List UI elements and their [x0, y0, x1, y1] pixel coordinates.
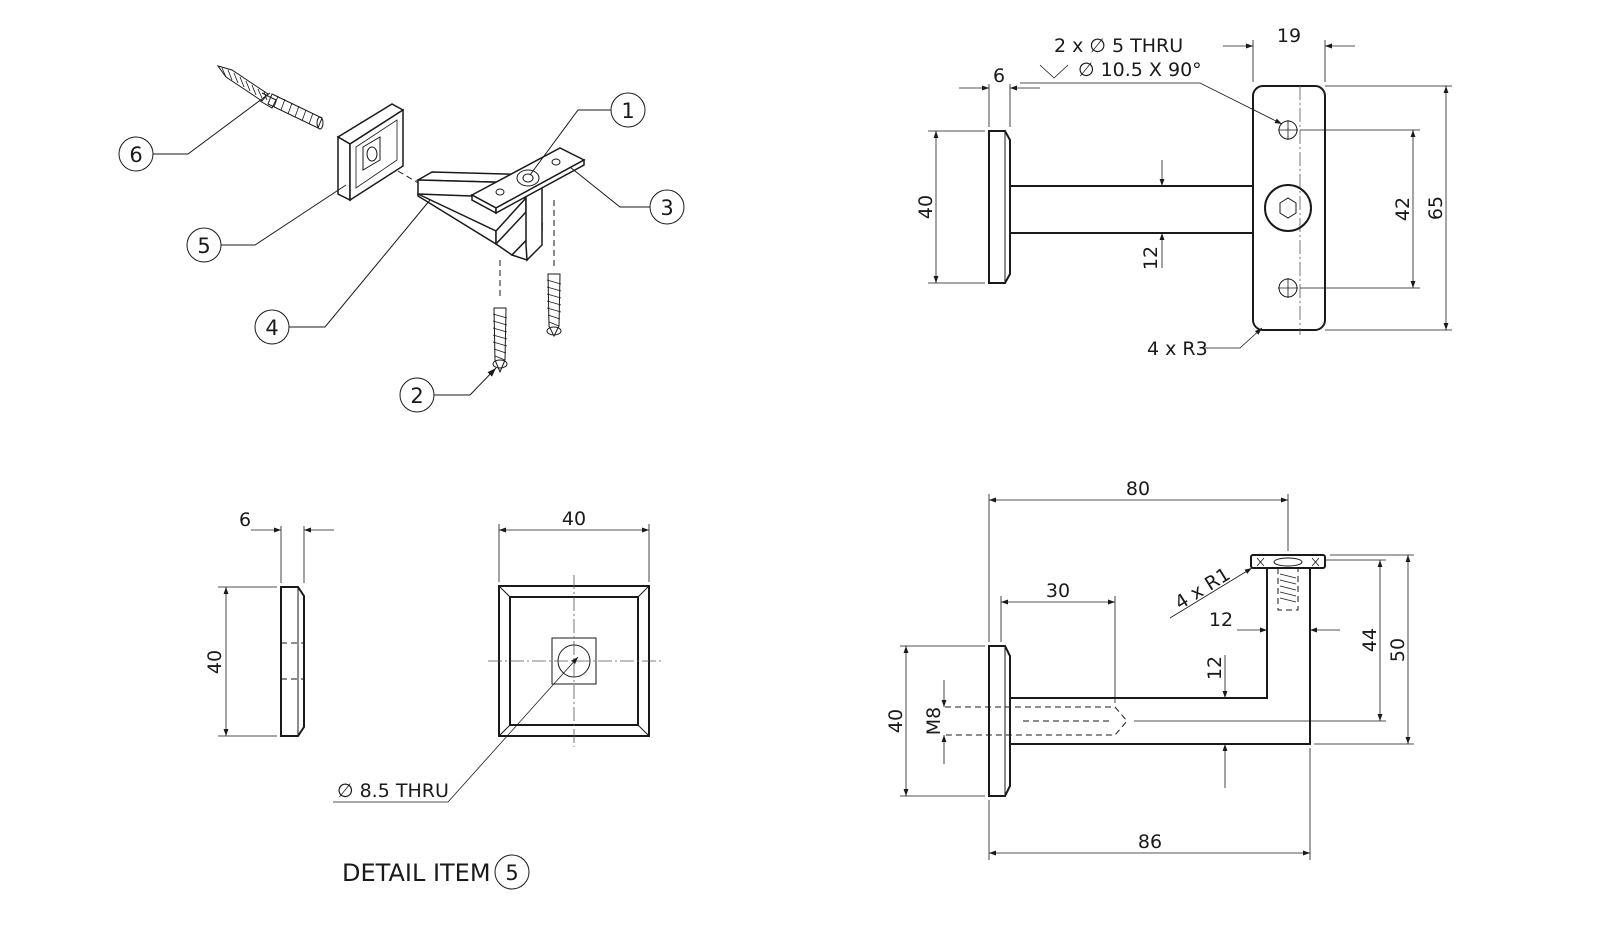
- svg-text:2 x ∅ 5 THRU: 2 x ∅ 5 THRU: [1054, 35, 1183, 57]
- svg-text:12: 12: [1204, 656, 1226, 680]
- svg-text:40: 40: [204, 650, 226, 674]
- detail-title: DETAIL ITEM 5: [342, 854, 530, 890]
- svg-text:86: 86: [1138, 831, 1162, 853]
- svg-text:44: 44: [1359, 628, 1381, 652]
- balloon-5: 5: [186, 184, 347, 263]
- lag-screw: [216, 65, 324, 130]
- bracket-arm: [415, 147, 586, 262]
- wood-screw-right: [546, 273, 562, 338]
- wood-screw-left: [492, 307, 508, 374]
- svg-text:M8: M8: [923, 707, 945, 735]
- balloon-6: 6: [118, 92, 271, 172]
- detail-side-view: 6 40: [204, 509, 334, 737]
- balloon-3: 3: [569, 166, 685, 225]
- svg-text:4 x R3: 4 x R3: [1147, 338, 1208, 360]
- balloon-1: 1: [529, 92, 646, 176]
- svg-text:50: 50: [1387, 638, 1409, 662]
- balloon-2: 2: [399, 367, 497, 413]
- svg-text:1: 1: [621, 99, 634, 123]
- rosette-plate: [336, 103, 405, 202]
- svg-text:40: 40: [562, 508, 586, 530]
- svg-text:∅ 10.5 X 90°: ∅ 10.5 X 90°: [1078, 59, 1202, 81]
- svg-text:2: 2: [410, 384, 423, 408]
- svg-text:65: 65: [1425, 196, 1447, 220]
- svg-text:6: 6: [239, 509, 251, 531]
- svg-text:6: 6: [129, 143, 142, 167]
- svg-text:12: 12: [1209, 609, 1233, 631]
- svg-text:30: 30: [1046, 580, 1070, 602]
- svg-text:5: 5: [505, 861, 518, 885]
- side-view: 80 30 4 x R1 12 12 44 50 40 M8 86: [885, 478, 1414, 860]
- top-view: 6 40 12 19 42 65 2 x ∅ 5 THRU ∅ 10.5 X 9…: [915, 25, 1452, 360]
- svg-text:40: 40: [885, 709, 907, 733]
- svg-text:5: 5: [197, 234, 210, 258]
- svg-text:DETAIL ITEM: DETAIL ITEM: [342, 859, 491, 887]
- svg-text:4 x R1: 4 x R1: [1171, 563, 1234, 614]
- balloon-4: 4: [254, 199, 431, 345]
- svg-text:∅ 8.5 THRU: ∅ 8.5 THRU: [337, 780, 449, 802]
- exploded-isometric-view: 1 2 3 4 5 6: [118, 65, 685, 413]
- svg-text:12: 12: [1140, 246, 1162, 270]
- svg-text:3: 3: [660, 196, 673, 220]
- svg-text:19: 19: [1277, 25, 1301, 47]
- svg-text:80: 80: [1126, 478, 1150, 500]
- detail-front-view: 40 ∅ 8.5 THRU: [333, 508, 662, 803]
- svg-text:6: 6: [993, 65, 1005, 87]
- svg-text:42: 42: [1392, 197, 1414, 221]
- svg-text:40: 40: [915, 195, 937, 219]
- svg-text:4: 4: [265, 316, 278, 340]
